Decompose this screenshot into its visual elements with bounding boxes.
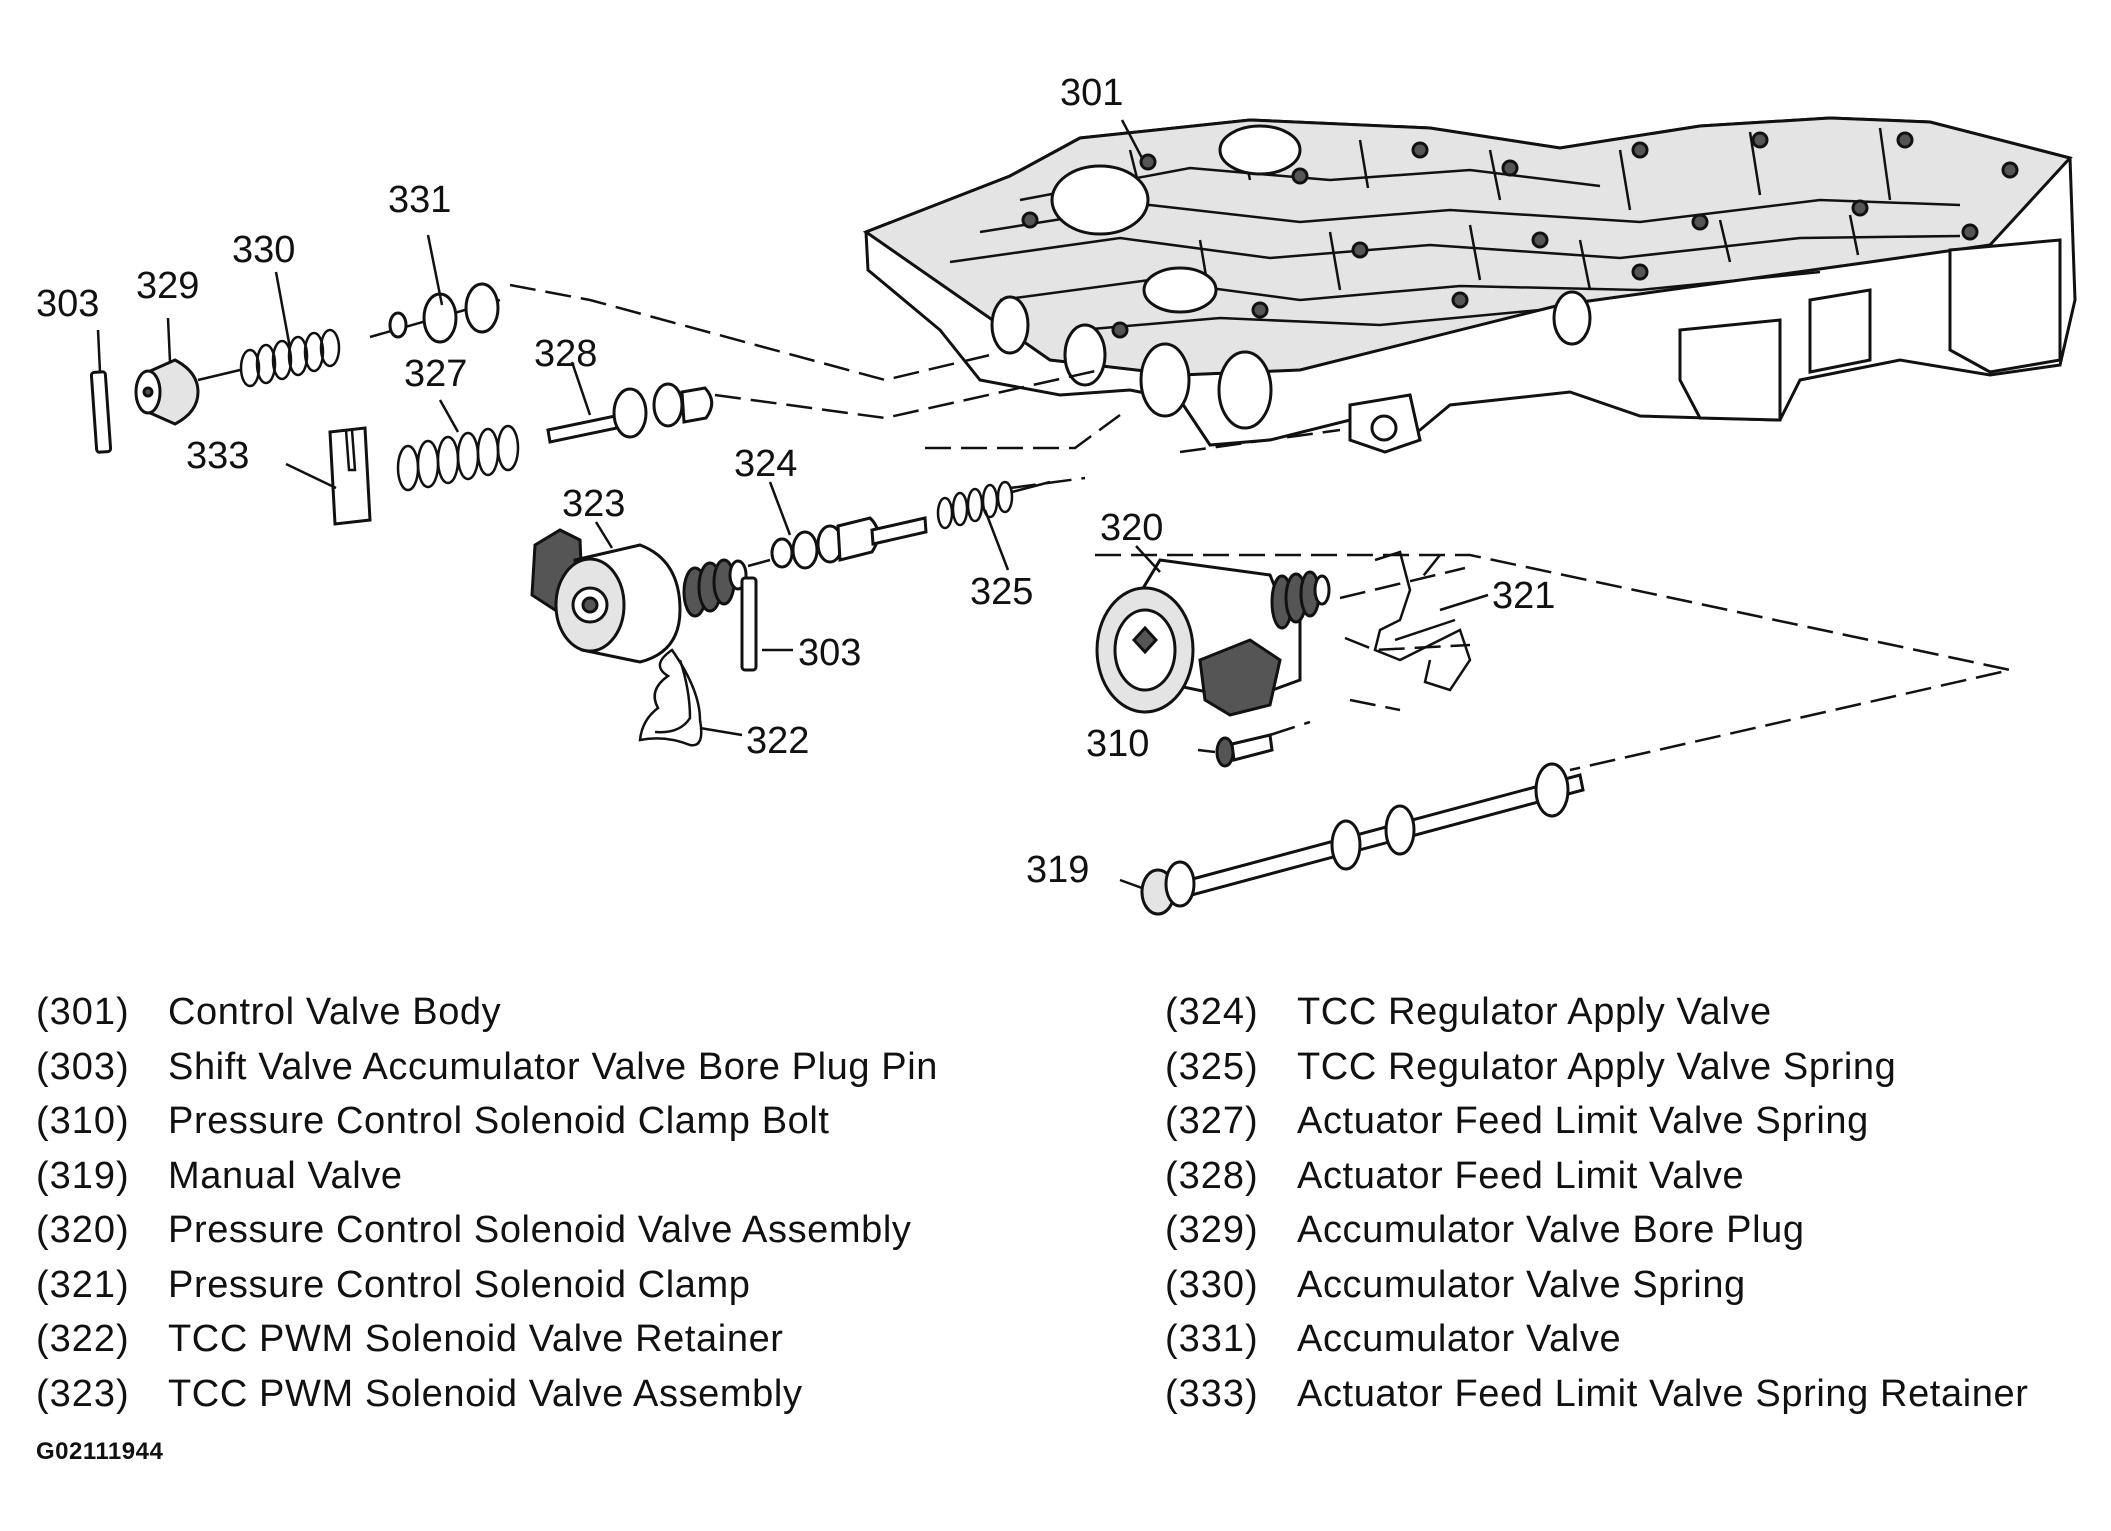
legend-description: Pressure Control Solenoid Valve Assembly (168, 1209, 912, 1251)
part-tcc-regulator-spring (936, 480, 1051, 530)
callout-301: 301 (1060, 72, 1123, 114)
part-pressure-control-clamp (1373, 550, 1472, 692)
legend-description: Shift Valve Accumulator Valve Bore Plug … (168, 1045, 938, 1088)
part-clamp-bolt (1197, 733, 1274, 768)
part-accumulator-valve-bore-plug (134, 358, 200, 426)
legend-number: (319) (36, 1154, 130, 1197)
legend-number: (310) (36, 1100, 130, 1142)
part-accumulator-valve-spring (197, 328, 341, 388)
legend-description: Actuator Feed Limit Valve Spring (1297, 1100, 1869, 1142)
legend-number: (303) (36, 1045, 130, 1088)
part-pressure-control-solenoid (1095, 558, 1331, 717)
legend-number: (330) (1165, 1263, 1259, 1306)
legend-number: (320) (36, 1209, 130, 1251)
callout-320: 320 (1100, 507, 1163, 549)
callout-322: 322 (746, 720, 809, 762)
part-spring-retainer (328, 426, 372, 526)
callout-310: 310 (1086, 723, 1149, 765)
legend-description: Accumulator Valve Spring (1297, 1263, 1746, 1306)
leader-lines (96, 119, 1489, 737)
callout-319: 319 (1026, 849, 1089, 891)
legend-number: (321) (36, 1263, 130, 1306)
legend-description: Pressure Control Solenoid Clamp (168, 1263, 751, 1306)
part-control-valve-body (862, 116, 2077, 454)
callout-327: 327 (404, 353, 467, 395)
part-tcc-pwm-solenoid (530, 528, 748, 664)
legend-description: TCC PWM Solenoid Valve Retainer (168, 1318, 784, 1360)
legend-description: Control Valve Body (168, 991, 502, 1033)
legend-number: (301) (36, 991, 130, 1033)
callout-330: 330 (232, 229, 295, 271)
callout-303-lower: 303 (798, 632, 861, 674)
legend-description: Manual Valve (168, 1154, 403, 1197)
alignment-lines (509, 283, 2011, 772)
callout-331: 331 (388, 179, 451, 221)
part-tcc-solenoid-retainer (638, 648, 703, 747)
legend-number: (331) (1165, 1318, 1259, 1360)
legend-number: (328) (1165, 1154, 1259, 1197)
legend-description: TCC PWM Solenoid Valve Assembly (168, 1372, 803, 1415)
callout-324: 324 (734, 443, 797, 485)
legend-number: (325) (1165, 1045, 1259, 1088)
legend-number: (324) (1165, 991, 1259, 1033)
legend-number: (333) (1165, 1372, 1259, 1415)
legend-description: Pressure Control Solenoid Clamp Bolt (168, 1100, 830, 1142)
legend-description: Accumulator Valve Bore Plug (1297, 1209, 1805, 1251)
legend-number: (323) (36, 1372, 130, 1415)
callout-333: 333 (186, 435, 249, 477)
legend-description: Actuator Feed Limit Valve (1297, 1154, 1745, 1197)
part-bore-plug-pin-lower (740, 576, 758, 672)
part-feed-limit-valve-spring (396, 424, 520, 492)
callout-323: 323 (562, 483, 625, 525)
callout-328: 328 (534, 333, 597, 375)
callout-303: 303 (36, 283, 99, 325)
callout-labels: 301 331 330 303 329 328 327 333 324 323 … (36, 72, 1555, 891)
legend-number: (322) (36, 1318, 130, 1360)
callout-325: 325 (970, 571, 1033, 613)
legend-number: (329) (1165, 1209, 1259, 1251)
part-feed-limit-valve (546, 382, 714, 444)
part-tcc-regulator-apply-valve (747, 516, 928, 570)
part-accumulator-valve (369, 282, 501, 344)
legend-description: Actuator Feed Limit Valve Spring Retaine… (1297, 1372, 2029, 1415)
part-bore-plug-pin-top (89, 370, 113, 454)
callout-329: 329 (136, 265, 199, 307)
part-manual-valve (1119, 762, 1585, 916)
figure-code: G02111944 (36, 1438, 164, 1465)
legend-description: Accumulator Valve (1297, 1318, 1622, 1360)
callout-321: 321 (1492, 575, 1555, 617)
legend-description: TCC Regulator Apply Valve Spring (1297, 1045, 1897, 1088)
legend-description: TCC Regulator Apply Valve (1297, 991, 1772, 1033)
exploded-parts-diagram: 301 331 330 303 329 328 327 333 324 323 … (36, 72, 2077, 916)
legend-number: (327) (1165, 1100, 1259, 1142)
